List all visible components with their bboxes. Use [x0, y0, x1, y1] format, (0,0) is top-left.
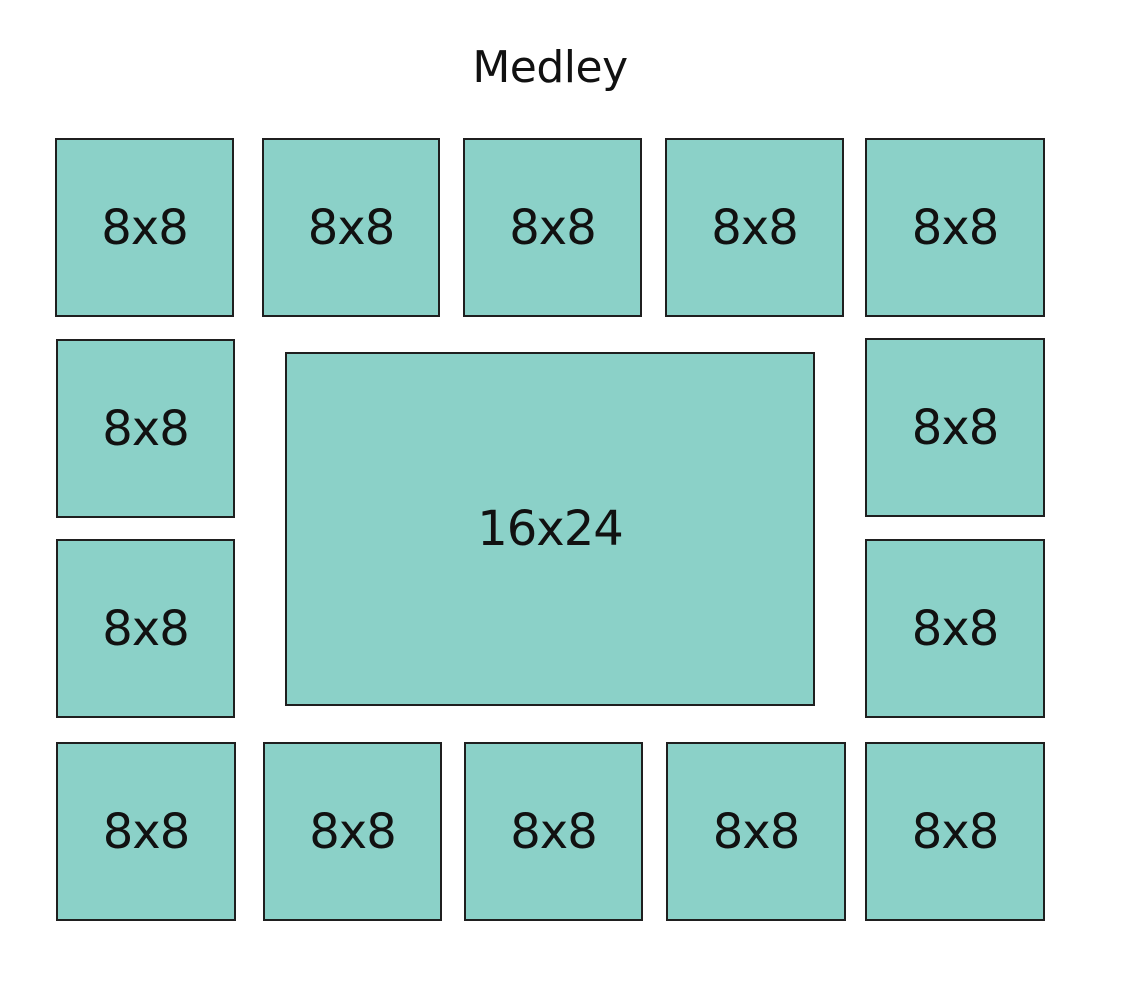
frame-bottom-2: 8x8	[263, 742, 442, 921]
frame-size-label: 8x8	[102, 600, 189, 657]
frame-top-2: 8x8	[262, 138, 440, 317]
frame-top-4: 8x8	[665, 138, 844, 317]
frame-left-1: 8x8	[56, 339, 235, 518]
frame-bottom-1: 8x8	[56, 742, 236, 921]
frame-right-1: 8x8	[865, 338, 1045, 517]
frame-size-label: 8x8	[102, 803, 190, 860]
frame-size-label: 8x8	[911, 803, 999, 860]
frame-top-1: 8x8	[55, 138, 234, 317]
frame-top-3: 8x8	[463, 138, 642, 317]
frame-center: 16x24	[285, 352, 815, 706]
frame-size-label: 8x8	[101, 199, 188, 256]
frame-size-label: 8x8	[510, 803, 597, 860]
frame-size-label: 8x8	[911, 600, 999, 657]
frame-right-2: 8x8	[865, 539, 1045, 718]
frame-size-label: 8x8	[711, 199, 798, 256]
diagram-title: Medley	[472, 42, 628, 93]
frame-left-2: 8x8	[56, 539, 235, 718]
frame-size-label: 16x24	[477, 501, 624, 557]
frame-bottom-4: 8x8	[666, 742, 846, 921]
frame-bottom-5: 8x8	[865, 742, 1045, 921]
frame-size-label: 8x8	[309, 803, 396, 860]
frame-size-label: 8x8	[307, 199, 395, 256]
frame-size-label: 8x8	[102, 400, 189, 457]
frame-bottom-3: 8x8	[464, 742, 643, 921]
frame-size-label: 8x8	[712, 803, 800, 860]
frame-size-label: 8x8	[509, 199, 596, 256]
frame-size-label: 8x8	[911, 199, 999, 256]
frame-size-label: 8x8	[911, 399, 999, 456]
frame-top-5: 8x8	[865, 138, 1045, 317]
